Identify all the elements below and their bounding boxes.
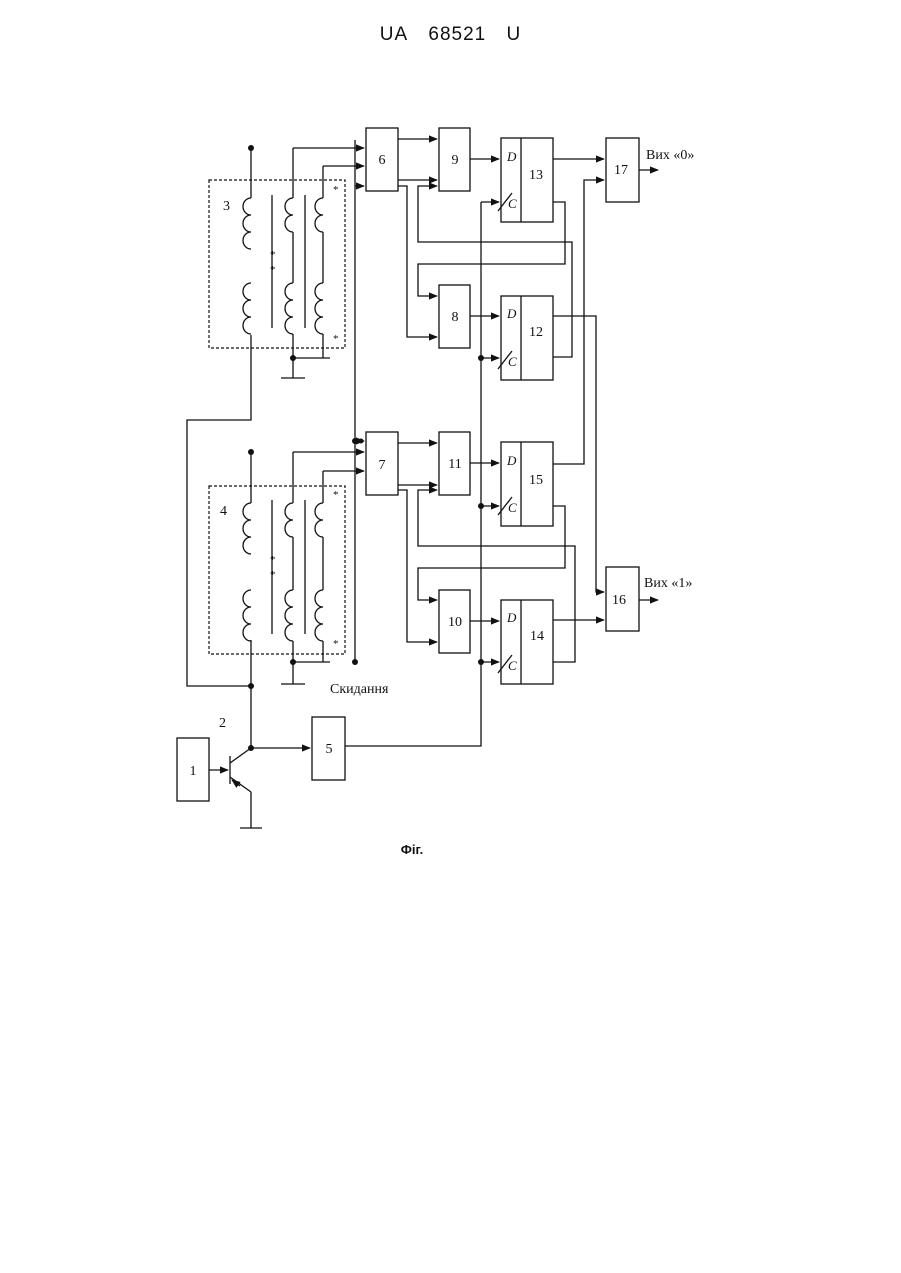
label-4: 4 [220, 504, 227, 519]
svg-text:C: C [508, 196, 517, 211]
output-1-label: Вих «1» [644, 576, 692, 591]
svg-text:7: 7 [379, 458, 386, 473]
svg-text:17: 17 [614, 163, 628, 178]
svg-text:14: 14 [530, 629, 544, 644]
svg-text:15: 15 [529, 473, 543, 488]
flip-flop-14: 14 D C [498, 600, 553, 684]
svg-text:8: 8 [452, 310, 459, 325]
winding-mark: * [333, 489, 339, 501]
svg-text:5: 5 [326, 742, 333, 757]
svg-text:11: 11 [448, 457, 461, 472]
flip-flop-13: 13 D C [498, 138, 553, 222]
winding-mark: * [270, 569, 276, 581]
flip-flop-12: 12 D C [498, 296, 553, 380]
reset-label: Скидання [330, 682, 389, 697]
winding-mark: * [270, 264, 276, 276]
svg-text:16: 16 [612, 593, 626, 608]
transformer-3: 3 * * * * [209, 148, 345, 400]
output-0-label: Вих «0» [646, 148, 694, 163]
svg-text:6: 6 [379, 153, 386, 168]
svg-text:10: 10 [448, 615, 462, 630]
winding-mark: * [333, 638, 339, 650]
svg-text:D: D [506, 306, 517, 321]
svg-text:1: 1 [190, 764, 197, 779]
svg-text:9: 9 [452, 153, 459, 168]
transformer-4-boundary [209, 486, 345, 654]
svg-text:12: 12 [529, 325, 543, 340]
winding-mark: * [270, 554, 276, 566]
label-2: 2 [219, 716, 226, 731]
figure-caption: Фіг. [382, 842, 442, 857]
flip-flop-15: 15 D C [498, 442, 553, 526]
transformer-4: 4 * * * * [209, 452, 345, 750]
svg-text:D: D [506, 610, 517, 625]
svg-text:C: C [508, 354, 517, 369]
svg-text:C: C [508, 658, 517, 673]
winding-mark: * [333, 333, 339, 345]
winding-mark: * [333, 184, 339, 196]
svg-text:D: D [506, 453, 517, 468]
svg-text:C: C [508, 500, 517, 515]
svg-text:13: 13 [529, 168, 543, 183]
svg-text:D: D [506, 149, 517, 164]
transistor-2: 2 [209, 716, 262, 828]
label-3: 3 [223, 199, 230, 214]
winding-mark: * [270, 249, 276, 261]
